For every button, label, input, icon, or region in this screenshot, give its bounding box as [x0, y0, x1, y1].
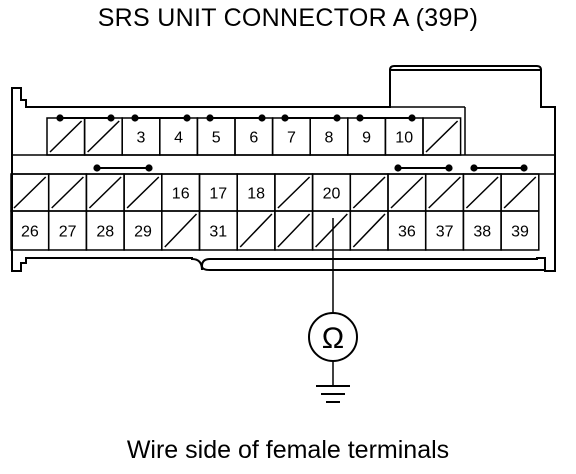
- unused-terminal-slash: [277, 213, 311, 248]
- shorting-bar-end: [56, 114, 64, 122]
- terminal-number: 29: [134, 224, 152, 241]
- unused-terminal-slash: [428, 176, 461, 209]
- terminal-number: 27: [59, 224, 77, 241]
- shorting-bar-end: [281, 114, 289, 122]
- unused-terminal-slash: [465, 176, 499, 209]
- terminal-number: 6: [249, 130, 258, 147]
- shorting-bar-end: [470, 164, 478, 172]
- unused-terminal-slash: [49, 120, 83, 153]
- unused-terminal-slash: [88, 176, 122, 209]
- terminal-number: 28: [96, 224, 114, 241]
- shorting-bar-end: [145, 164, 153, 172]
- connector-caption: Wire side of female terminals: [126, 436, 450, 464]
- meter-symbol: Ω: [322, 322, 344, 355]
- terminal-number: 18: [247, 186, 265, 203]
- terminal-number: 10: [395, 130, 413, 147]
- shorting-bar-end: [107, 114, 115, 122]
- terminal-number: 31: [209, 224, 227, 241]
- terminal-number: 39: [511, 224, 529, 241]
- terminal-number: 8: [325, 130, 334, 147]
- terminal-number: 3: [137, 130, 146, 147]
- unused-terminal-slash: [503, 176, 537, 209]
- unused-terminal-slash: [277, 176, 311, 209]
- unused-terminal-slash: [315, 213, 348, 248]
- terminal-number: 38: [473, 224, 491, 241]
- shorting-bar-end: [445, 164, 453, 172]
- connector-latch: [389, 65, 542, 71]
- terminal-number: 9: [362, 130, 371, 147]
- terminal-number: 4: [174, 130, 183, 147]
- terminal-number: 26: [21, 224, 39, 241]
- shorting-bar-end: [258, 114, 266, 122]
- unused-terminal-slash: [352, 176, 386, 209]
- shorting-bar-end: [131, 114, 139, 122]
- unused-terminal-slash: [239, 213, 273, 248]
- shorting-bar-end: [408, 114, 416, 122]
- terminal-number: 36: [398, 224, 416, 241]
- shorting-bar-end: [356, 114, 364, 122]
- unused-terminal-slash: [13, 176, 47, 209]
- unused-terminal-slash: [51, 176, 84, 209]
- terminal-number: 7: [287, 130, 296, 147]
- connector-bottom-rail: [201, 265, 545, 271]
- ground-icon: [316, 385, 350, 403]
- shorting-bar-end: [206, 114, 214, 122]
- ohmmeter-icon: Ω: [308, 312, 358, 362]
- terminal-number: 16: [172, 186, 190, 203]
- terminal-cavity: [500, 210, 540, 251]
- connector-housing: [11, 69, 556, 272]
- terminal-number: 17: [209, 186, 227, 203]
- unused-terminal-slash: [390, 176, 424, 209]
- unused-terminal-slash: [164, 213, 198, 248]
- shorting-bar-end: [93, 164, 101, 172]
- shorting-bar-end: [183, 114, 191, 122]
- unused-terminal-slash: [126, 176, 160, 209]
- shorting-bar-end: [394, 164, 402, 172]
- connector-title: SRS UNIT CONNECTOR A (39P): [97, 4, 479, 32]
- unused-terminal-slash: [352, 213, 386, 248]
- unused-terminal-slash: [87, 120, 120, 153]
- terminal-number: 5: [212, 130, 221, 147]
- terminal-number: 20: [323, 186, 341, 203]
- shorting-bar-end: [333, 114, 341, 122]
- shorting-bar-end: [520, 164, 528, 172]
- unused-terminal-slash: [425, 120, 459, 153]
- terminal-number: 37: [436, 224, 454, 241]
